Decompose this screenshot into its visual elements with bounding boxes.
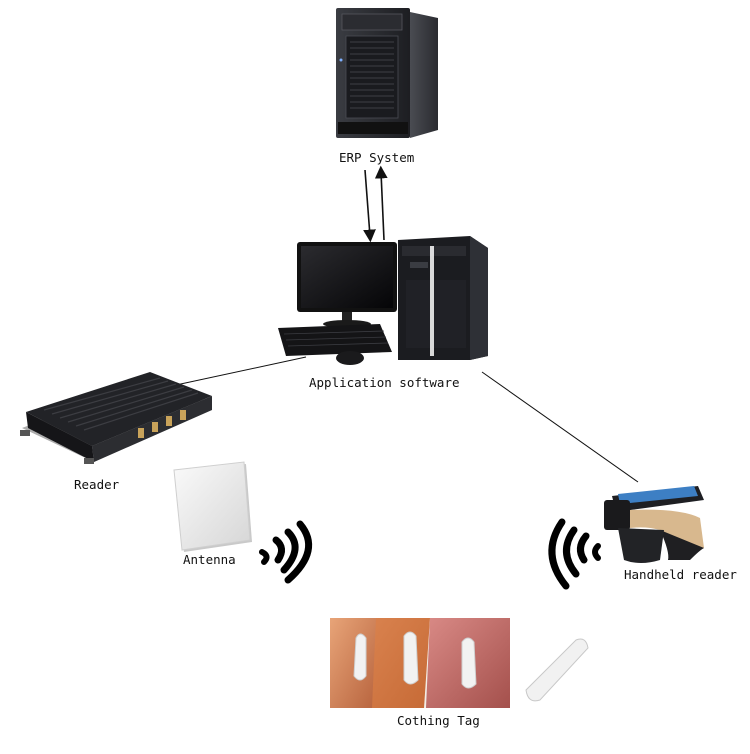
label-antenna: Antenna (183, 552, 236, 567)
label-erp-system: ERP System (339, 150, 415, 165)
label-clothing-tag: Cothing Tag (397, 713, 480, 728)
label-reader: Reader (74, 477, 120, 492)
desktop-computer-icon (278, 236, 488, 365)
rfid-antenna-icon (173, 461, 252, 552)
label-handheld-reader: Handheld reader (624, 567, 737, 582)
rfid-reader-icon (20, 372, 212, 464)
label-application-software: Application software (309, 375, 460, 390)
connector-erp-down (363, 169, 376, 243)
radio-wave-icon (548, 518, 601, 590)
server-tower-icon (336, 8, 438, 138)
clothing-tag-icon (330, 618, 589, 708)
connector-erp-up (374, 165, 388, 241)
handheld-scanner-icon (604, 486, 704, 563)
radio-wave-icon (259, 520, 312, 584)
connector-reader (175, 356, 307, 386)
connector-handheld (481, 371, 639, 483)
